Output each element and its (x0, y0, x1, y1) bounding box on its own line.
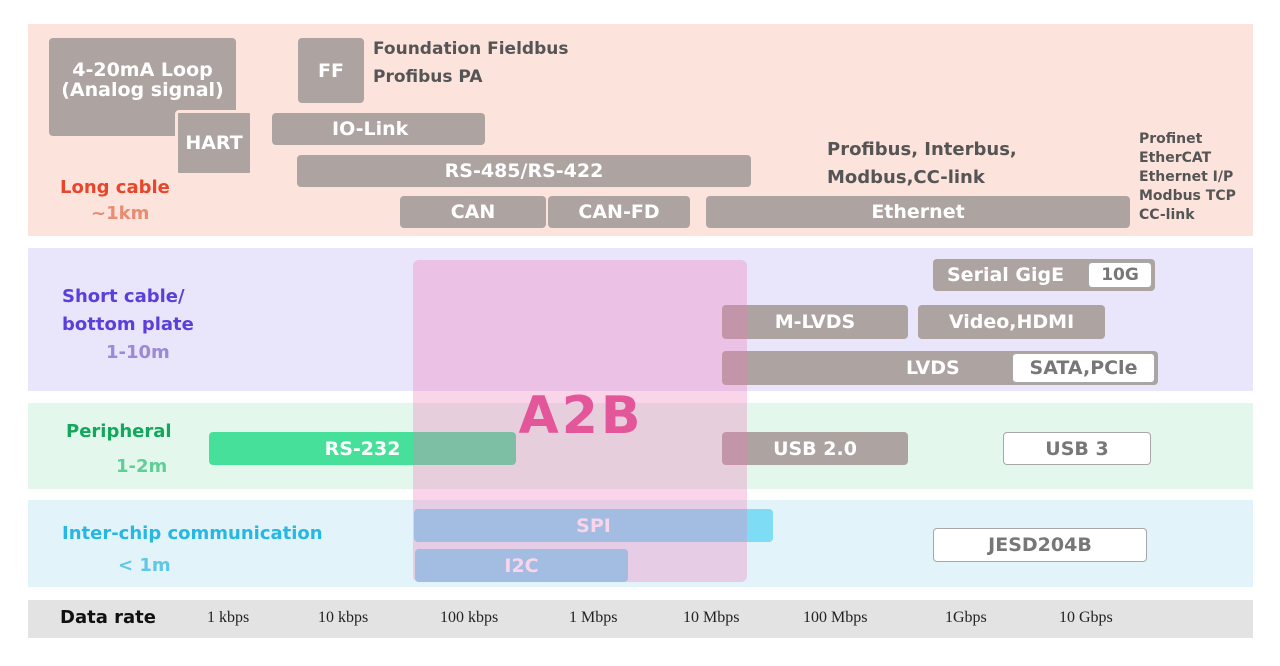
ff-name-2: Profibus PA (373, 67, 483, 87)
serial-gige-label: Serial GigE (947, 264, 1065, 286)
short-cable-label: Short cable/ bottom plate (62, 283, 194, 339)
short-label-line-1: Short cable/ (62, 286, 185, 307)
short-cable-range: 1-10m (106, 342, 170, 363)
rate-tick-10mbps: 10 Mbps (683, 609, 740, 626)
ff-protocol-names: Foundation Fieldbus Profibus PA (373, 38, 568, 88)
hart-box: HART (175, 110, 253, 176)
rs-232-bar: RS-232 (209, 432, 516, 465)
m-lvds-bar: M-LVDS (722, 305, 908, 339)
loop-line-1: 4-20mA Loop (72, 59, 213, 81)
can-fd-bar: CAN-FD (548, 196, 690, 228)
rate-tick-10kbps: 10 kbps (318, 609, 369, 626)
eth-name-1: Profinet (1139, 131, 1203, 147)
fieldbus-name-2: Modbus,CC-link (827, 167, 985, 188)
ethernet-bar: Ethernet (706, 196, 1130, 228)
rate-tick-10gbps: 10 Gbps (1059, 609, 1113, 626)
rate-tick-100mbps: 100 Mbps (803, 609, 868, 626)
fieldbus-names: Profibus, Interbus, Modbus,CC-link (827, 136, 1017, 192)
i2c-bar: I2C (415, 549, 628, 582)
io-link-bar: IO-Link (272, 113, 485, 145)
loop-line-2: (Analog signal) (61, 79, 224, 101)
fieldbus-name-1: Profibus, Interbus, (827, 139, 1017, 160)
rate-tick-1kbps: 1 kbps (207, 609, 250, 626)
industrial-ethernet-names: Profinet EtherCAT Ethernet I/P Modbus TC… (1139, 130, 1236, 225)
ff-name-1: Foundation Fieldbus (373, 39, 569, 59)
data-rate-band (28, 600, 1253, 638)
video-hdmi-bar: Video,HDMI (918, 305, 1105, 339)
usb-2-bar: USB 2.0 (722, 432, 908, 465)
peripheral-label: Peripheral (66, 421, 172, 442)
short-label-line-2: bottom plate (62, 314, 194, 335)
a2b-label: A2B (518, 386, 644, 446)
can-bar: CAN (400, 196, 546, 228)
ten-g-box: 10G (1088, 262, 1152, 288)
inter-chip-range: < 1m (118, 555, 171, 576)
a2b-overlay (413, 260, 747, 582)
inter-chip-label: Inter-chip communication (62, 523, 323, 544)
eth-name-5: CC-link (1139, 207, 1195, 223)
data-rate-title: Data rate (60, 607, 156, 628)
eth-name-2: EtherCAT (1139, 150, 1212, 166)
spi-bar: SPI (414, 509, 773, 542)
rate-tick-100kbps: 100 kbps (440, 609, 499, 626)
rate-tick-1mbps: 1 Mbps (569, 609, 618, 626)
eth-name-3: Ethernet I/P (1139, 169, 1234, 185)
lvds-label: LVDS (906, 357, 960, 379)
peripheral-range: 1-2m (116, 456, 168, 477)
jesd204b-box: JESD204B (933, 528, 1147, 562)
sata-pcie-box: SATA,PCle (1012, 353, 1155, 383)
eth-name-4: Modbus TCP (1139, 188, 1236, 204)
rs485-bar: RS-485/RS-422 (297, 155, 751, 187)
long-cable-range: ~1km (91, 203, 150, 224)
rate-tick-1gbps: 1Gbps (945, 609, 987, 626)
usb-3-box: USB 3 (1003, 432, 1151, 465)
long-cable-label: Long cable (60, 177, 170, 198)
ff-box: FF (298, 38, 364, 103)
